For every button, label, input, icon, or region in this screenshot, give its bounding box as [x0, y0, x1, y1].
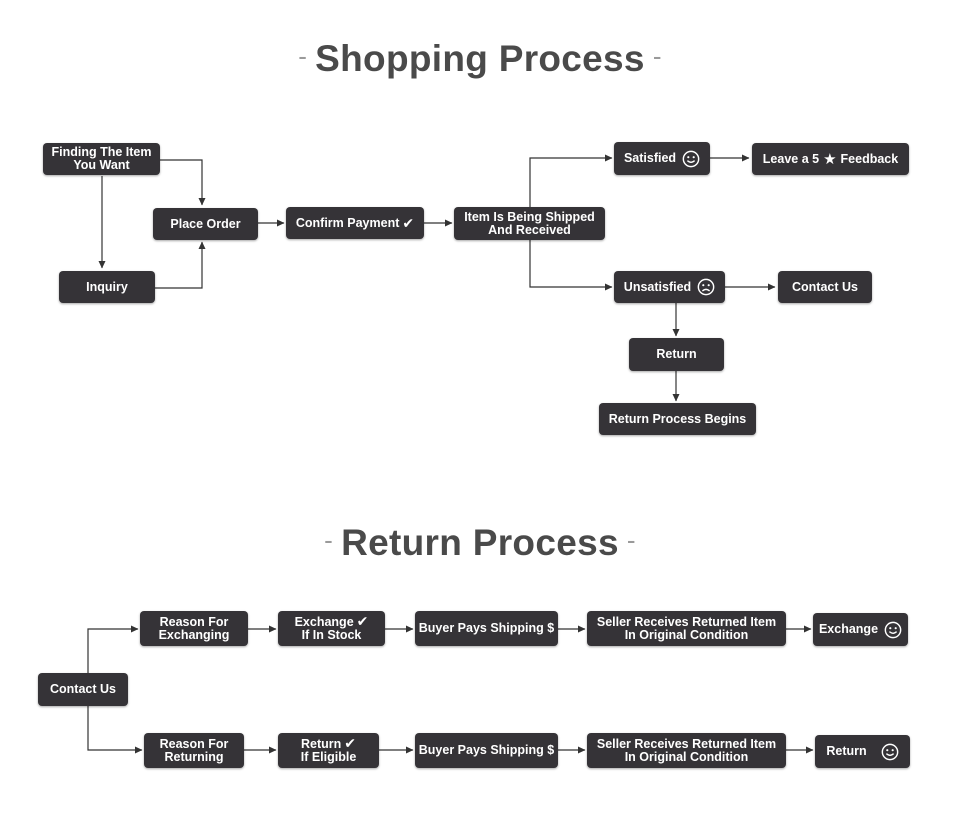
node-exchange-if-in-stock: Exchange✔ If In Stock [278, 611, 385, 646]
node-label: Satisfied [623, 151, 677, 165]
node-label: Contact Us [50, 682, 116, 696]
node-contact-us: Contact Us [778, 271, 872, 303]
node-inquiry: Inquiry [59, 271, 155, 303]
return-process-title: -Return Process- [0, 522, 960, 564]
node-label: Reason For Exchanging [158, 614, 230, 642]
node-line: If In Stock [301, 628, 362, 642]
node-return-if-eligible: Return✔ If Eligible [278, 733, 379, 768]
node-label-prefix: Leave a 5 [762, 151, 820, 166]
node-item-shipped: Item Is Being Shipped And Received [454, 207, 605, 240]
arrow-finding-to-place-order [160, 159, 206, 206]
node-label: Reason For Returning [159, 736, 229, 764]
node-return-final: Return [815, 735, 910, 768]
node-reason-exchanging: Reason For Exchanging [140, 611, 248, 646]
return-process-title-text: Return Process [341, 522, 619, 563]
arrow-contact-to-exchanging [87, 625, 139, 673]
node-reason-returning: Reason For Returning [144, 733, 244, 768]
node-line: If Eligible [300, 750, 357, 764]
node-label: Confirm Payment [295, 215, 400, 230]
node-label: Unsatisfied [623, 279, 692, 294]
node-exchange: Exchange [813, 613, 908, 646]
node-label: Contact Us [792, 279, 858, 294]
node-label: Return [826, 744, 867, 758]
node-satisfied: Satisfied [614, 142, 710, 175]
node-label: Return [300, 737, 342, 751]
node-return-contact-us: Contact Us [38, 673, 128, 706]
node-label: Finding The Item You Want [51, 145, 152, 172]
node-return: Return [629, 338, 724, 371]
node-label: Buyer Pays Shipping $ [418, 743, 555, 757]
node-label: Return [656, 347, 697, 361]
smiley-face-icon [881, 743, 899, 760]
node-buyer-pays-shipping-2: Buyer Pays Shipping $ [415, 733, 558, 768]
title-dash: - [324, 525, 334, 555]
node-label: Seller Receives Returned Item In Origina… [596, 736, 777, 764]
shopping-process-title-text: Shopping Process [315, 38, 645, 79]
node-leave-feedback: Leave a 5 ★ Feedback [752, 143, 909, 175]
smiley-face-icon [682, 150, 700, 167]
title-dash: - [626, 525, 636, 555]
node-confirm-payment: Confirm Payment ✔ [286, 207, 424, 239]
node-finding-the-item: Finding The Item You Want [43, 143, 160, 175]
node-unsatisfied: Unsatisfied [614, 271, 725, 303]
shopping-process-title: -Shopping Process- [0, 38, 960, 80]
node-buyer-pays-shipping-1: Buyer Pays Shipping $ [415, 611, 558, 646]
title-dash: - [298, 41, 308, 71]
arrow-shipped-to-unsatisfied [529, 240, 613, 291]
node-label: Return Process Begins [608, 411, 747, 426]
arrow-shipped-to-satisfied [529, 154, 613, 207]
node-seller-receives-1: Seller Receives Returned Item In Origina… [587, 611, 786, 646]
node-label: Buyer Pays Shipping $ [418, 621, 555, 635]
check-icon: ✔ [344, 735, 356, 751]
node-place-order: Place Order [153, 208, 258, 240]
arrow-inquiry-to-place-order [155, 241, 206, 289]
node-label: Exchange [294, 615, 354, 629]
star-icon: ★ [823, 150, 837, 168]
node-label-suffix: Feedback [840, 151, 899, 166]
title-dash: - [652, 41, 662, 71]
sad-face-icon [697, 278, 715, 296]
node-return-process-begins: Return Process Begins [599, 403, 756, 435]
node-seller-receives-2: Seller Receives Returned Item In Origina… [587, 733, 786, 768]
node-line: Return✔ [300, 735, 356, 751]
node-label: Item Is Being Shipped And Received [464, 209, 595, 237]
check-icon: ✔ [402, 214, 415, 231]
check-icon: ✔ [356, 613, 369, 629]
smiley-face-icon [884, 621, 902, 638]
node-label: Place Order [170, 216, 241, 231]
node-label: Exchange [818, 622, 879, 636]
node-line: Exchange✔ [294, 613, 369, 629]
node-label: Seller Receives Returned Item In Origina… [596, 614, 777, 642]
node-label: Inquiry [86, 279, 128, 294]
arrow-contact-to-returning [87, 706, 143, 754]
